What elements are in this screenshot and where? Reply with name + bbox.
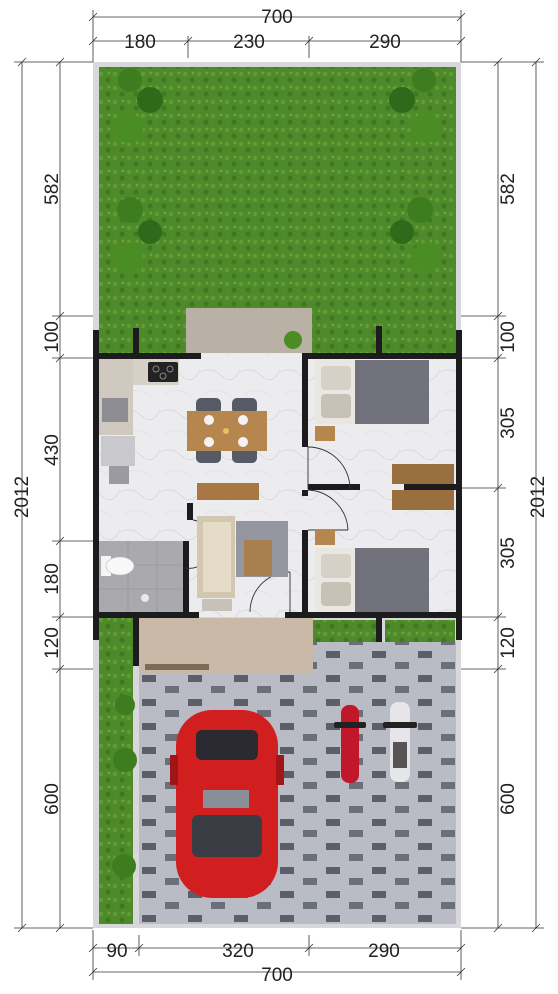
front-planter [312, 620, 376, 642]
plant-icon [284, 331, 302, 349]
garden-plants [113, 68, 441, 349]
dim-top-seg-1: 180 [124, 32, 156, 53]
dim-right-seg-4: 305 [498, 537, 519, 569]
plant-icon [389, 68, 441, 143]
dim-left-seg-6: 600 [42, 783, 63, 815]
kitchen [99, 359, 179, 484]
dim-left-total: 2012 [12, 476, 33, 518]
dim-left-seg-4: 180 [42, 563, 63, 595]
plant-icon [113, 68, 163, 143]
dim-bottom-total: 700 [261, 965, 293, 986]
sofa-icon [197, 516, 288, 611]
front-planter [385, 620, 455, 642]
dim-right-seg-2: 100 [498, 321, 519, 353]
sink-icon [102, 398, 128, 422]
dim-bottom-seg-1: 90 [106, 941, 127, 962]
dim-left-seg-5: 120 [42, 627, 63, 659]
dim-right-seg-1: 582 [498, 173, 519, 205]
car-icon [170, 710, 284, 898]
dimension-labels: 700 180 230 290 90 320 290 700 2012 582 … [12, 7, 549, 986]
dim-left-seg-3: 430 [42, 434, 63, 466]
dim-top-seg-2: 230 [233, 32, 265, 53]
bed-icon [315, 360, 429, 441]
motorcycle-icon [383, 702, 417, 782]
wardrobe [392, 464, 454, 484]
tv-cabinet [197, 483, 259, 500]
dim-right-seg-5: 120 [498, 627, 519, 659]
dim-top-seg-3: 290 [369, 32, 401, 53]
dim-top-total: 700 [261, 7, 293, 28]
bathroom-floor [99, 541, 187, 613]
plant-icon [390, 197, 441, 273]
motorcycle-icon [334, 705, 366, 783]
plant-icon [113, 197, 162, 273]
dim-right-seg-6: 600 [498, 783, 519, 815]
dim-left-seg-1: 582 [42, 173, 63, 205]
dim-right-seg-3: 305 [498, 407, 519, 439]
back-garden [99, 67, 456, 353]
dim-right-total: 2012 [528, 476, 549, 518]
dim-bottom-seg-2: 320 [222, 941, 254, 962]
bed-icon [315, 530, 429, 612]
wardrobe [392, 490, 454, 510]
dim-left-seg-2: 100 [42, 321, 63, 353]
stove-icon [148, 362, 178, 382]
dimensions [14, 10, 544, 980]
dim-bottom-seg-3: 290 [368, 941, 400, 962]
dining-table-icon [187, 398, 267, 463]
toilet-icon [101, 556, 149, 602]
